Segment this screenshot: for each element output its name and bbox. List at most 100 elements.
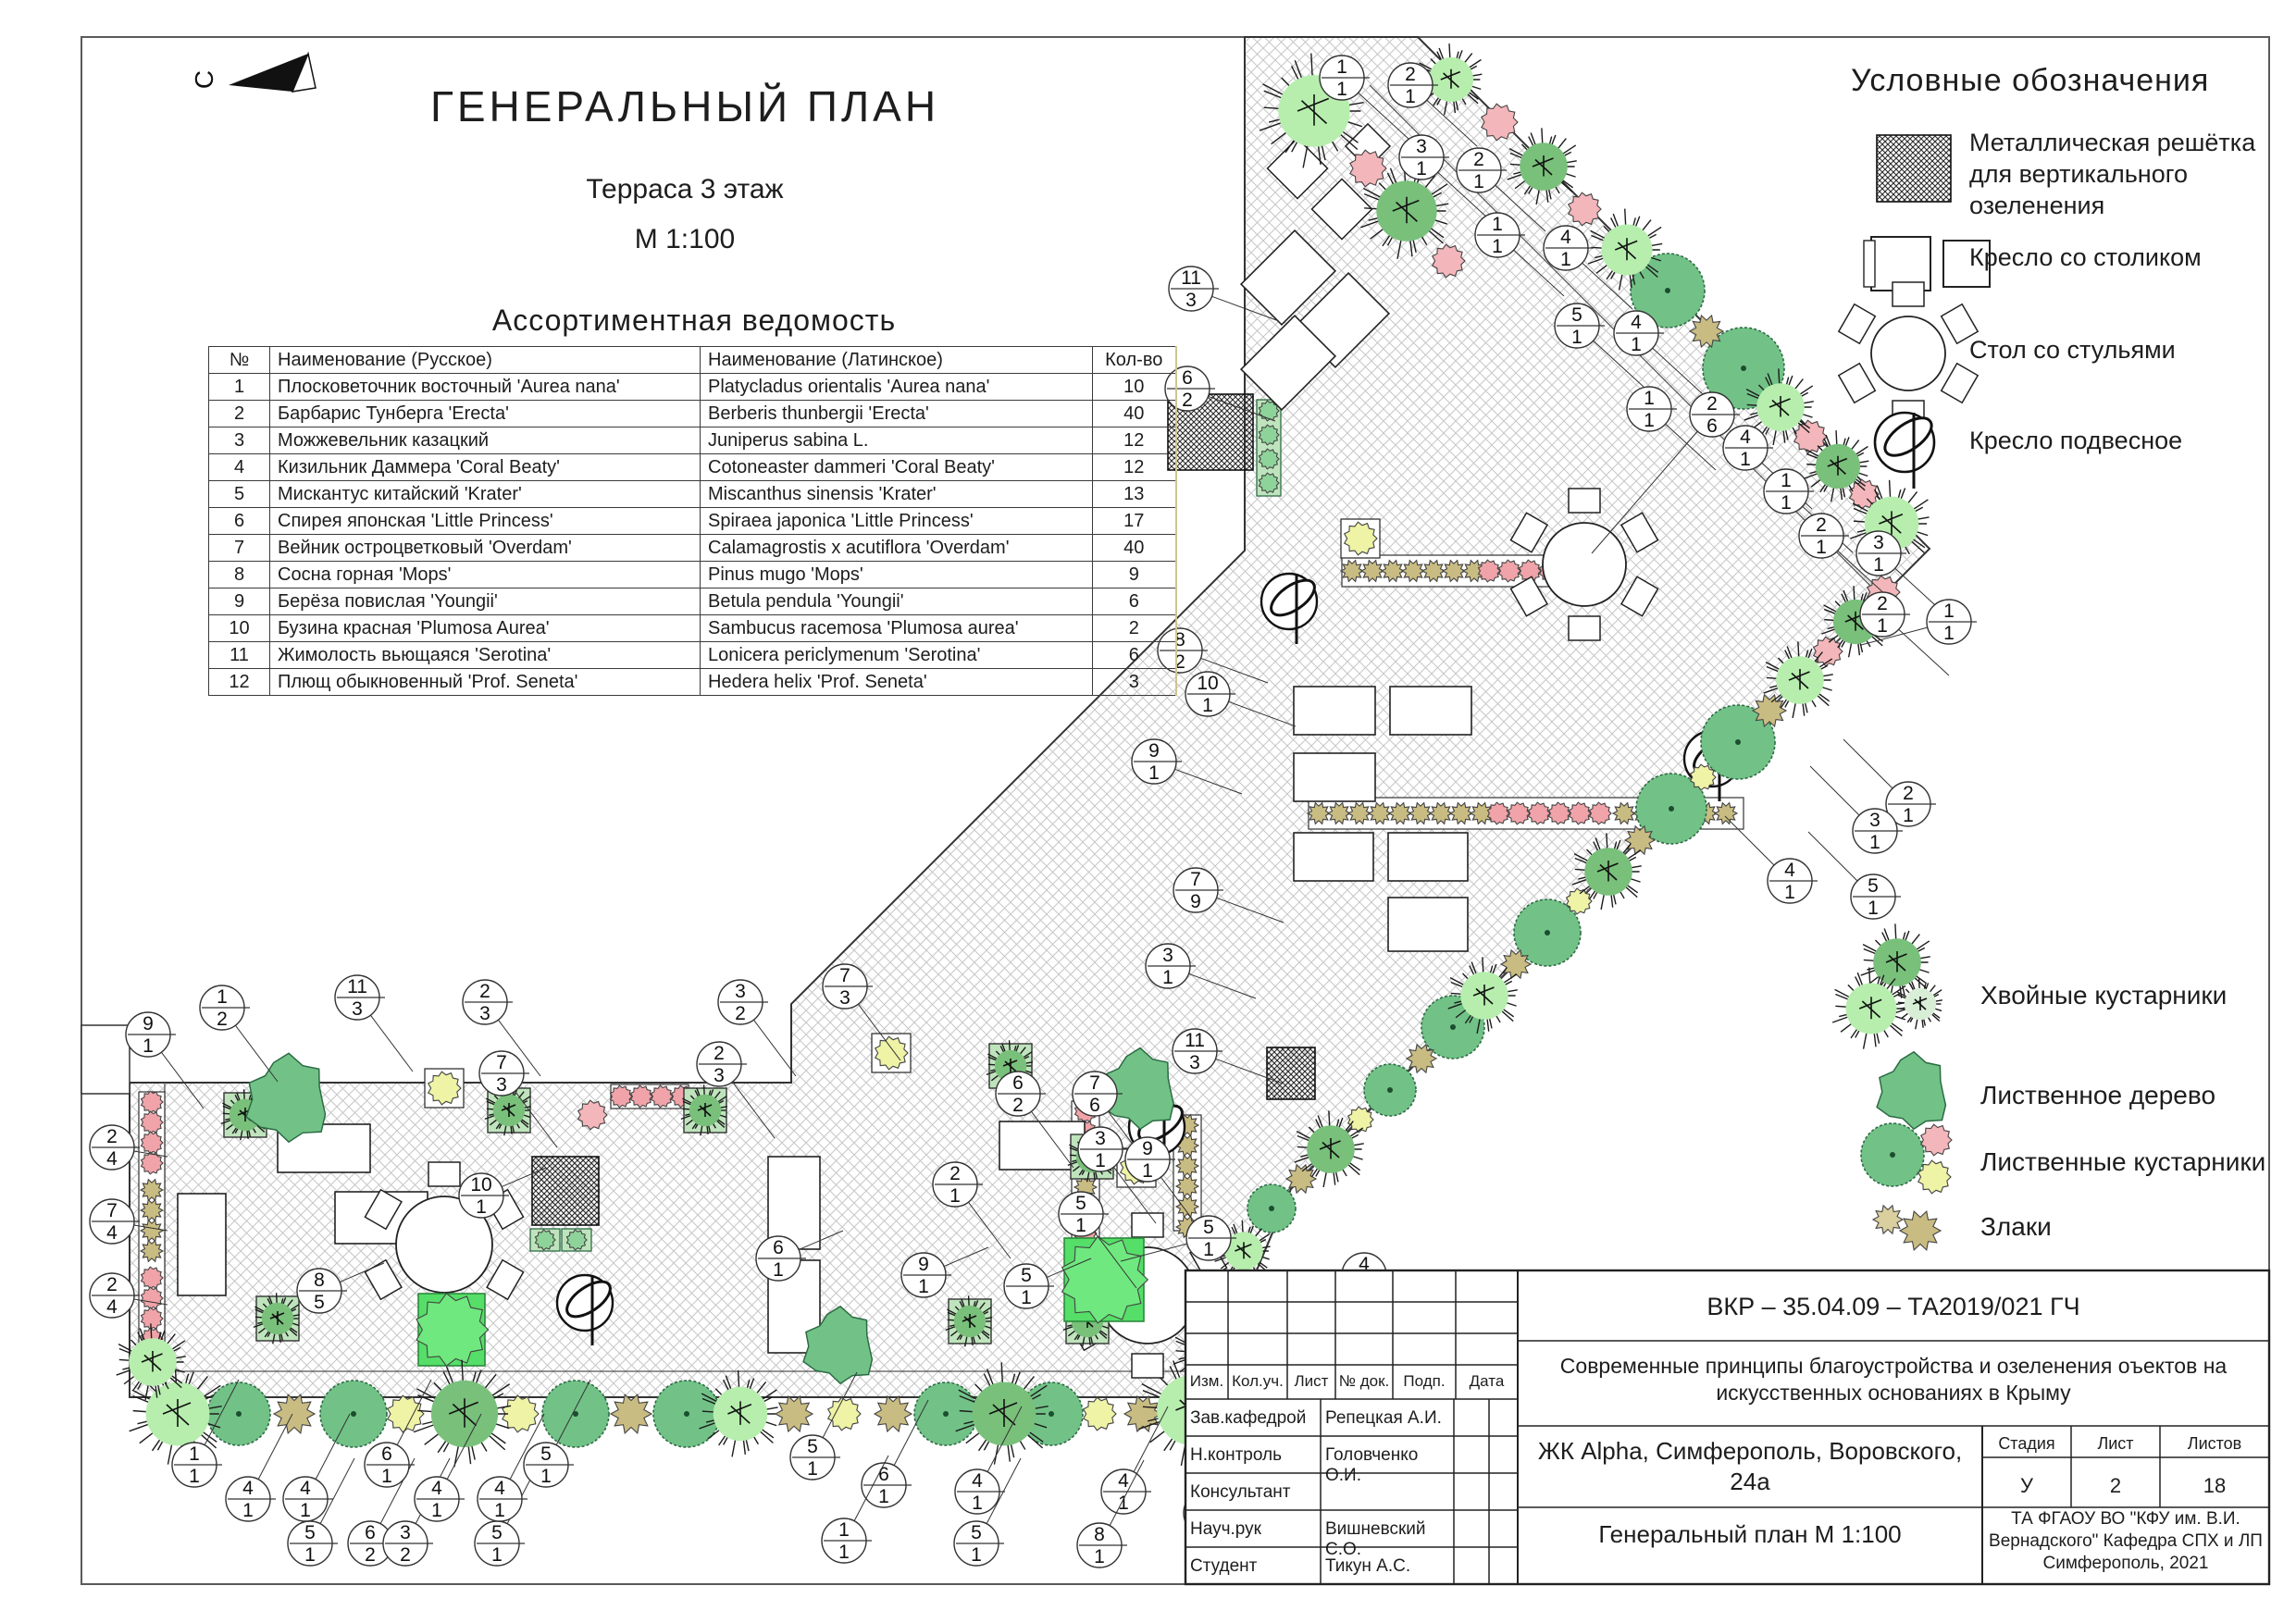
- plant-callout: 91: [1131, 738, 1243, 795]
- plant-callout: 41: [1100, 1406, 1169, 1515]
- svg-text:1: 1: [491, 1544, 503, 1566]
- plant-callout: 41: [1543, 225, 1633, 310]
- plant-name-lat: Lonicera periclymenum 'Serotina': [700, 641, 1093, 669]
- svg-text:1: 1: [1203, 1239, 1214, 1260]
- birch-tree-symbol: [802, 1305, 874, 1385]
- svg-text:4: 4: [106, 1296, 118, 1318]
- signer-name: Вишневский С.О.: [1325, 1519, 1426, 1559]
- plant-num: 1: [208, 373, 270, 401]
- stage-col: Стадия: [1998, 1434, 2055, 1453]
- plant-name-rus: Спирея японская 'Little Princess': [269, 507, 701, 535]
- conifer-shrub-symbol: [1417, 43, 1483, 116]
- svg-text:1: 1: [476, 1196, 487, 1218]
- grass-symbol: [272, 1394, 316, 1434]
- plant-callout: 61: [861, 1399, 929, 1508]
- svg-text:9: 9: [1190, 891, 1201, 912]
- conifer-shrub-symbol: [1860, 923, 1930, 1001]
- svg-text:2: 2: [735, 1003, 746, 1024]
- plant-callout: 31: [1145, 943, 1257, 999]
- pink-shrub-symbol: [1848, 478, 1880, 510]
- plant-qty: 12: [1092, 453, 1177, 481]
- svg-text:1: 1: [1336, 79, 1347, 100]
- svg-text:5: 5: [304, 1522, 316, 1543]
- svg-text:9: 9: [143, 1013, 154, 1035]
- pink-shrub-symbol: [1431, 243, 1466, 279]
- svg-text:1: 1: [1405, 86, 1416, 107]
- signer-role: Н.контроль: [1190, 1445, 1282, 1465]
- svg-text:1: 1: [1943, 623, 1955, 644]
- conifer-shrub-symbol: [1360, 162, 1449, 259]
- square-planter-grass: [871, 1033, 912, 1073]
- svg-text:5: 5: [1571, 304, 1582, 326]
- hanging-chair-symbol: [555, 1273, 614, 1345]
- hanging-chair-icon: [1873, 411, 1936, 489]
- plant-callout: 101: [1185, 671, 1297, 727]
- svg-text:2: 2: [106, 1274, 118, 1295]
- signer-role: Зав.кафедрой: [1190, 1408, 1307, 1428]
- title-block: [1184, 1269, 2271, 1586]
- plant-callout: 51: [1003, 1258, 1092, 1309]
- svg-text:1: 1: [1877, 615, 1888, 637]
- plant-qty: 40: [1092, 534, 1177, 562]
- plant-callout: 101: [458, 1167, 547, 1219]
- object-name: ЖК Alpha, Симферополь, Воровского, 24а: [1537, 1437, 1963, 1495]
- plant-qty: 3: [1092, 668, 1177, 696]
- svg-text:6: 6: [773, 1237, 784, 1258]
- svg-text:2: 2: [106, 1126, 118, 1147]
- svg-text:9: 9: [1148, 740, 1160, 762]
- svg-text:2: 2: [1816, 514, 1827, 536]
- conifer-shrub-symbol: [1744, 368, 1814, 446]
- stamp-header-col: Изм.: [1189, 1372, 1224, 1390]
- plant-callout: 11: [1626, 386, 1717, 471]
- svg-text:4: 4: [494, 1478, 505, 1499]
- svg-text:5: 5: [971, 1522, 982, 1543]
- plant-callout: 51: [1807, 831, 1901, 920]
- svg-text:1: 1: [1869, 832, 1880, 853]
- plant-num: 6: [208, 507, 270, 535]
- svg-text:6: 6: [1706, 415, 1718, 437]
- plant-callout: 31: [1809, 765, 1903, 854]
- signer-name: Тикун А.С.: [1325, 1556, 1411, 1576]
- pink-shrub-symbol: [1812, 636, 1843, 667]
- sofa: [767, 1156, 821, 1250]
- svg-text:1: 1: [949, 1185, 961, 1207]
- page-subtitle: Терраса 3 этаж: [586, 174, 784, 204]
- svg-text:2: 2: [1473, 149, 1484, 170]
- plant-qty: 2: [1092, 614, 1177, 642]
- svg-text:1: 1: [1943, 601, 1955, 622]
- svg-text:1: 1: [1095, 1150, 1106, 1171]
- page-scale: М 1:100: [634, 224, 736, 254]
- conifer-shrub-symbol: [680, 1084, 727, 1136]
- conifer-shrub-symbol: [129, 1362, 222, 1465]
- signer-role: Консультант: [1190, 1482, 1291, 1502]
- pink-shrub-symbol: [1793, 419, 1828, 454]
- hedge-planter: [609, 1084, 694, 1109]
- svg-text:2: 2: [1877, 593, 1888, 614]
- plant-num: 3: [208, 427, 270, 454]
- plant-callout: 62: [347, 1457, 416, 1567]
- conifer-shrub-symbol: [699, 1369, 778, 1457]
- square-planter-grass: [424, 1068, 465, 1109]
- stage-value: У: [2020, 1474, 2033, 1497]
- svg-text:1: 1: [300, 1500, 311, 1521]
- plant-qty: 10: [1092, 373, 1177, 401]
- table-chairs-icon: [1837, 281, 1980, 426]
- plant-callout: 11: [1860, 599, 1977, 646]
- signer-name: Головченко О.И.: [1325, 1445, 1419, 1485]
- svg-text:8: 8: [1174, 629, 1185, 650]
- svg-text:1: 1: [431, 1500, 442, 1521]
- plant-legend-deciduous-tree: Лиственное дерево: [1980, 1081, 2216, 1109]
- plant-callout: 91: [1124, 1136, 1204, 1234]
- grass-symbol: [774, 1394, 814, 1433]
- organization: ТА ФГАОУ ВО "КФУ им. В.И. Вернадского" К…: [1989, 1509, 2263, 1573]
- svg-text:5: 5: [314, 1292, 325, 1313]
- svg-text:9: 9: [1142, 1138, 1153, 1159]
- sofa: [1387, 832, 1469, 882]
- legend-item-hanging-chair: Кресло подвесное: [1969, 427, 2183, 454]
- pink-shrub-symbol: [1349, 149, 1387, 188]
